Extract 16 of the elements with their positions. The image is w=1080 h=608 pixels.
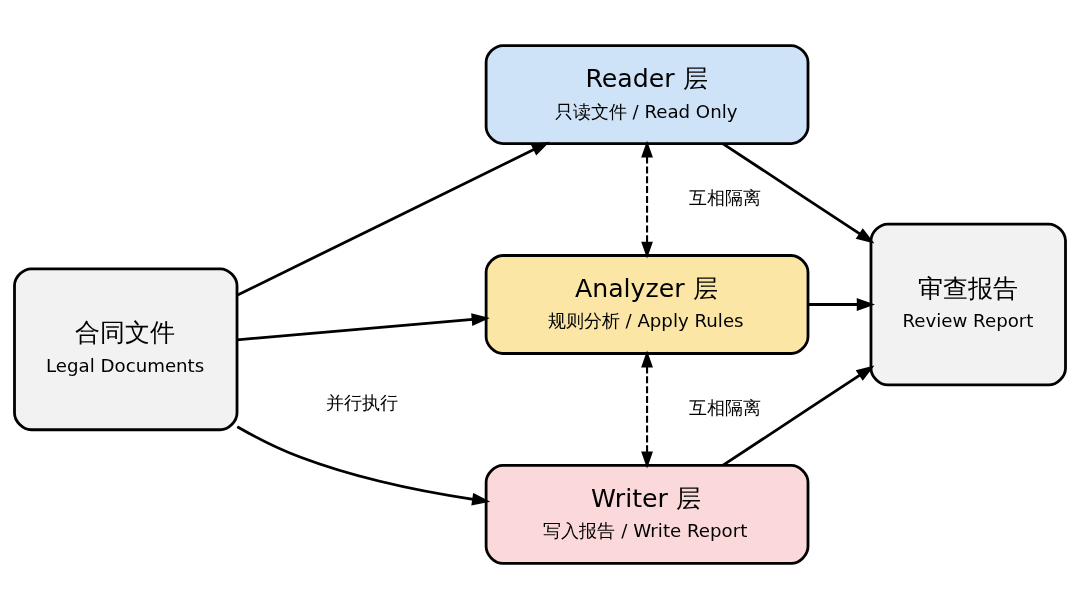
arrow <box>722 364 875 466</box>
arrow <box>722 142 875 244</box>
node-box: 合同文件 Legal Documents <box>13 266 239 431</box>
arrow <box>808 297 875 311</box>
arrow <box>236 141 550 296</box>
edge-label: 互相隔离 <box>689 186 762 208</box>
arrow <box>641 140 653 258</box>
node-box: Writer 层 写入报告 / Write Report <box>484 463 810 565</box>
arrow <box>641 350 653 468</box>
edge-label: 互相隔离 <box>689 396 762 418</box>
node-box: Reader 层 只读文件 / Read Only <box>484 43 810 145</box>
node-box: 审查报告 Review Report <box>869 222 1067 386</box>
arrow <box>236 425 491 506</box>
arrow <box>237 312 490 341</box>
node-box: Analyzer 层 规则分析 / Apply Rules <box>484 253 810 355</box>
label: 并行执行 <box>325 391 398 413</box>
